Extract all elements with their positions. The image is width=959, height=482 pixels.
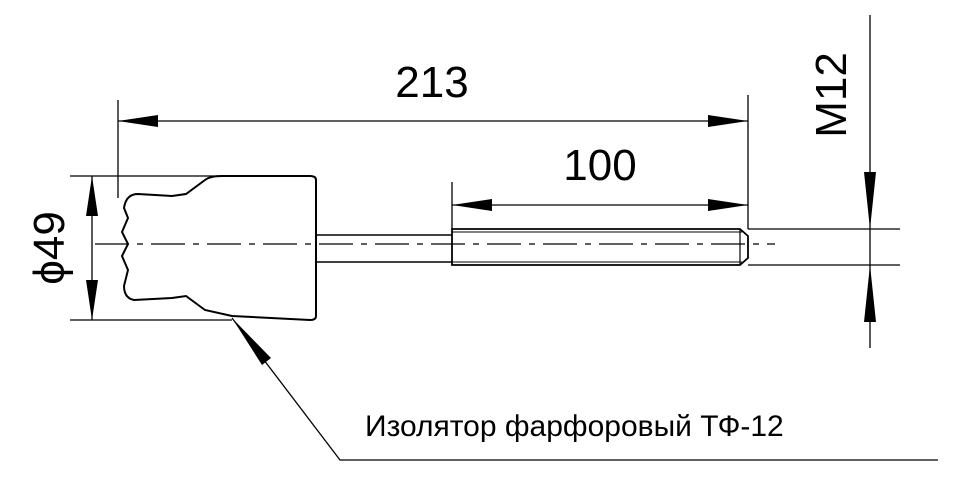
insulator-body — [120, 175, 317, 322]
dimension-213-label: 213 — [395, 58, 468, 107]
m12-arrow-bottom — [864, 265, 876, 322]
dimension-m12-label: M12 — [807, 52, 856, 138]
callout-arrow — [232, 318, 271, 365]
m12-arrow-top — [864, 172, 876, 229]
callout-leader — [231, 317, 938, 461]
dimension-100-label: 100 — [563, 141, 636, 190]
dimension-diameter-label: ϕ49 — [25, 211, 74, 285]
callout-label: Изолятор фарфоровый ТФ-12 — [365, 410, 784, 443]
threaded-section — [451, 228, 749, 266]
